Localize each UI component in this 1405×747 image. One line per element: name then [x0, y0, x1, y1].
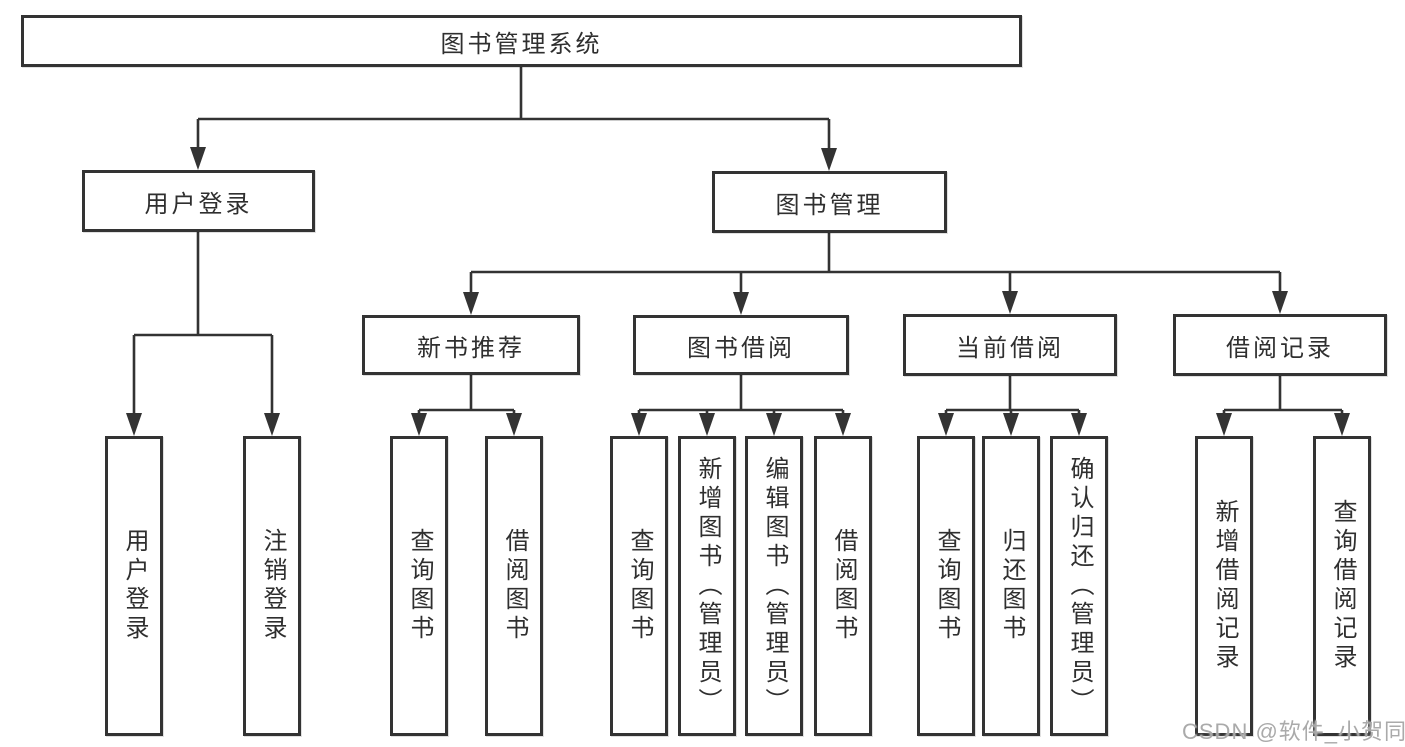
node-library-management-system: 图书管理系统 [21, 15, 1022, 67]
leaf-return-books: 归还图书 [982, 436, 1040, 736]
node-borrowing-records: 借阅记录 [1173, 314, 1387, 376]
leaf-user-login: 用户登录 [105, 436, 163, 736]
node-book-borrowing: 图书借阅 [633, 315, 849, 375]
leaf-add-books-admin: 新增图书（管理员） [678, 436, 736, 736]
leaf-query-books-current: 查询图书 [917, 436, 975, 736]
node-book-management: 图书管理 [712, 171, 947, 233]
leaf-query-borrow-record: 查询借阅记录 [1313, 436, 1371, 736]
leaf-borrow-books-newbooks: 借阅图书 [485, 436, 543, 736]
node-user-login: 用户登录 [82, 170, 315, 232]
leaf-query-books-newbooks: 查询图书 [390, 436, 448, 736]
node-new-book-recommendation: 新书推荐 [362, 315, 580, 375]
leaf-confirm-return-admin: 确认归还（管理员） [1050, 436, 1108, 736]
node-current-borrowing: 当前借阅 [903, 314, 1117, 376]
leaf-logout: 注销登录 [243, 436, 301, 736]
leaf-edit-books-admin: 编辑图书（管理员） [745, 436, 803, 736]
csdn-watermark: CSDN @软件_小贺同学 [1182, 719, 1405, 744]
leaf-query-books-borrowing: 查询图书 [610, 436, 668, 736]
leaf-add-borrow-record: 新增借阅记录 [1195, 436, 1253, 736]
leaf-borrow-books-borrowing: 借阅图书 [814, 436, 872, 736]
